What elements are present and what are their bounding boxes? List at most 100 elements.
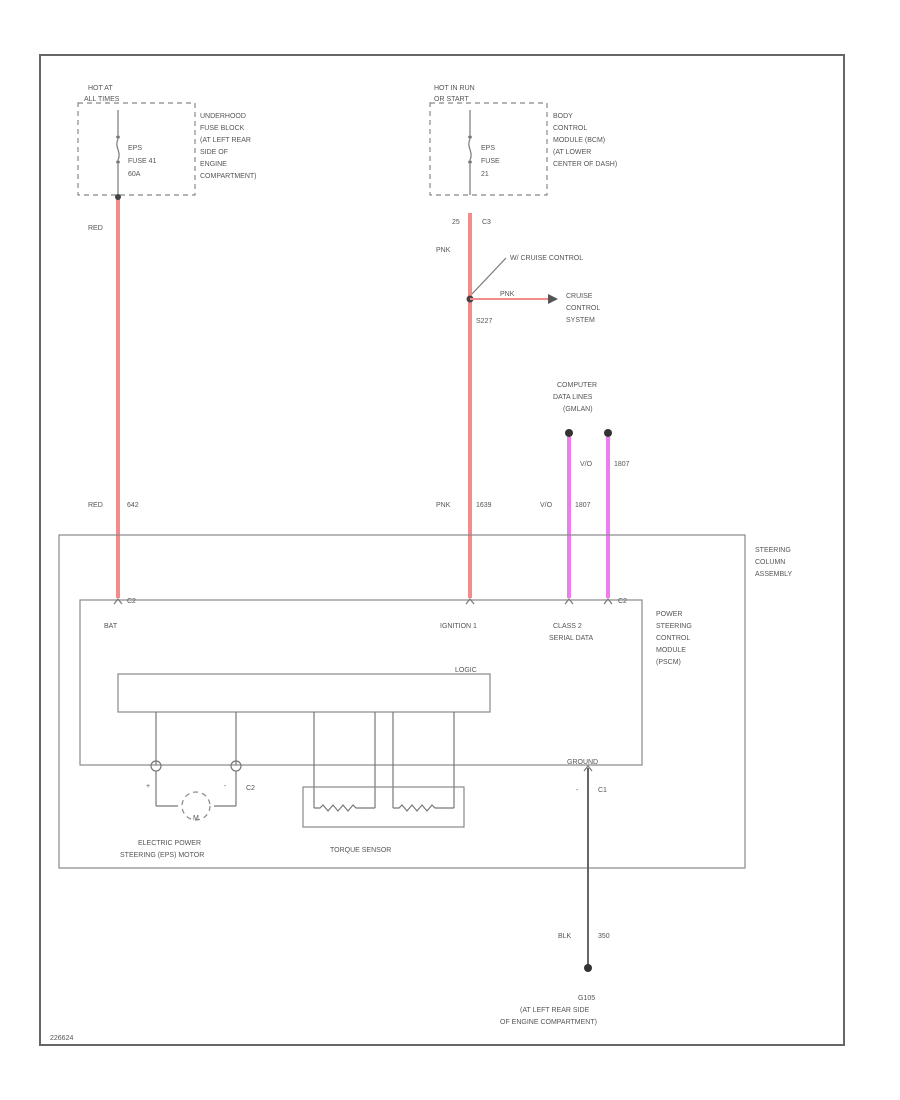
cruise-system-1: CRUISE <box>566 293 593 300</box>
motor-plus: + <box>146 783 150 790</box>
cruise-option-leader <box>471 257 507 295</box>
bat-connector: C2 <box>127 598 136 605</box>
motor-label-2: STEERING (EPS) MOTOR <box>120 852 204 859</box>
ground-name: G105 <box>578 995 595 1002</box>
data-lines-label-1: COMPUTER <box>557 382 597 389</box>
right-wire-color-bottom: PNK <box>436 502 451 509</box>
ground-wire-color: BLK <box>558 933 572 940</box>
pscm-label-2: STEERING <box>656 623 692 630</box>
right-fuse-name-2: FUSE <box>481 158 500 165</box>
right-fuse-location-1: BODY <box>553 113 573 120</box>
ground-connector: C1 <box>598 787 607 794</box>
right-fuse-block-outline <box>429 102 548 196</box>
motor-connector: C2 <box>246 785 255 792</box>
assembly-label-3: ASSEMBLY <box>755 571 793 578</box>
ground-point-icon <box>584 964 592 972</box>
logic-block <box>117 673 491 713</box>
ignition-pin-icon <box>465 598 475 605</box>
pscm-label-5: (PSCM) <box>656 659 681 666</box>
data-line-2-dot <box>604 429 612 437</box>
cruise-system-2: CONTROL <box>566 305 600 312</box>
ground-wire-circuit: 350 <box>598 933 610 940</box>
violet-circuit-top: 1807 <box>614 461 630 468</box>
ground-location-2: OF ENGINE COMPARTMENT) <box>500 1019 597 1026</box>
bat-pin-icon <box>113 598 123 605</box>
right-fuse-terminal-bottom <box>468 160 472 164</box>
data-lines-label-2: DATA LINES <box>553 394 593 401</box>
torque-resistor-1-icon <box>314 804 375 812</box>
serial-connector: C2 <box>618 598 627 605</box>
torque-sensor-outline <box>302 786 465 828</box>
torque-resistor-2-icon <box>393 804 454 812</box>
right-wire-color-top: PNK <box>436 247 451 254</box>
violet-color-bottom: V/O <box>540 502 553 509</box>
right-fuse-name-1: EPS <box>481 145 495 152</box>
pscm-label-4: MODULE <box>656 647 686 654</box>
motor-label-1: ELECTRIC POWER <box>138 840 201 847</box>
pscm-module-outline <box>79 599 643 766</box>
left-power-label-2: ALL TIMES <box>84 96 120 103</box>
data-lines-label-3: (GMLAN) <box>563 406 593 413</box>
serial-pin-1-icon <box>564 598 574 605</box>
right-power-label-2: OR START <box>434 96 469 103</box>
violet-circuit-bottom: 1807 <box>575 502 591 509</box>
left-fuse-location-5: ENGINE <box>200 161 227 168</box>
serial-pin-2-icon <box>603 598 613 605</box>
ignition-label: IGNITION 1 <box>440 623 477 630</box>
diagram-frame <box>39 54 845 1046</box>
left-fuse-location-6: COMPARTMENT) <box>200 173 257 180</box>
right-fuse-icon <box>468 138 472 161</box>
right-fuse-location-3: MODULE (BCM) <box>553 137 605 144</box>
eps-motor-icon <box>181 791 211 821</box>
right-fuse-location-5: CENTER OF DASH) <box>553 161 617 168</box>
splice-label: S227 <box>476 318 492 325</box>
right-fuse-name-3: 21 <box>481 171 489 178</box>
data-line-1-dot <box>565 429 573 437</box>
left-fuse-splice-dot <box>115 194 121 200</box>
right-fuse-pin: 25 <box>452 219 460 226</box>
cruise-option-label: W/ CRUISE CONTROL <box>510 255 583 262</box>
cruise-arrow-icon <box>548 294 558 304</box>
left-fuse-location-4: SIDE OF <box>200 149 228 156</box>
left-fuse-location-2: FUSE BLOCK <box>200 125 245 132</box>
torque-label: TORQUE SENSOR <box>330 847 391 854</box>
left-wire-color-top: RED <box>88 225 103 232</box>
left-fuse-location-1: UNDERHOOD <box>200 113 246 120</box>
bat-label: BAT <box>104 623 118 630</box>
left-fuse-location-3: (AT LEFT REAR <box>200 137 251 144</box>
figure-id: 226624 <box>50 1035 73 1042</box>
right-wire-circuit: 1639 <box>476 502 492 509</box>
ground-label: GROUND <box>567 759 598 766</box>
right-fuse-terminal-top <box>468 135 472 139</box>
pscm-label-3: CONTROL <box>656 635 690 642</box>
ground-location-1: (AT LEFT REAR SIDE <box>520 1007 590 1014</box>
right-fuse-location-4: (AT LOWER <box>553 149 591 156</box>
serial-label-1: CLASS 2 <box>553 623 582 630</box>
ground-connector-dash: - <box>576 787 579 794</box>
left-fuse-name-1: EPS <box>128 145 142 152</box>
left-fuse-name-2: FUSE 41 <box>128 158 157 165</box>
steering-column-assembly-outline <box>58 534 746 869</box>
left-wire-color-bottom: RED <box>88 502 103 509</box>
assembly-label-2: COLUMN <box>755 559 785 566</box>
left-fuse-terminal-top <box>116 135 120 139</box>
pscm-label-1: POWER <box>656 611 682 618</box>
left-power-label-1: HOT AT <box>88 85 113 92</box>
cruise-system-3: SYSTEM <box>566 317 595 324</box>
left-fuse-block-outline <box>77 102 196 196</box>
left-wire-circuit: 642 <box>127 502 139 509</box>
ground-pin-icon <box>583 765 593 772</box>
assembly-label-1: STEERING <box>755 547 791 554</box>
right-fuse-location-2: CONTROL <box>553 125 587 132</box>
left-fuse-name-3: 60A <box>128 171 141 178</box>
motor-symbol: M <box>193 815 199 822</box>
right-power-label-1: HOT IN RUN <box>434 85 475 92</box>
left-fuse-icon <box>116 138 120 161</box>
cruise-wire-color: PNK <box>500 291 515 298</box>
motor-minus: - <box>224 783 227 790</box>
serial-label-2: SERIAL DATA <box>549 635 594 642</box>
logic-label: LOGIC <box>455 667 477 674</box>
left-fuse-terminal-bottom <box>116 160 120 164</box>
right-fuse-connector: C3 <box>482 219 491 226</box>
